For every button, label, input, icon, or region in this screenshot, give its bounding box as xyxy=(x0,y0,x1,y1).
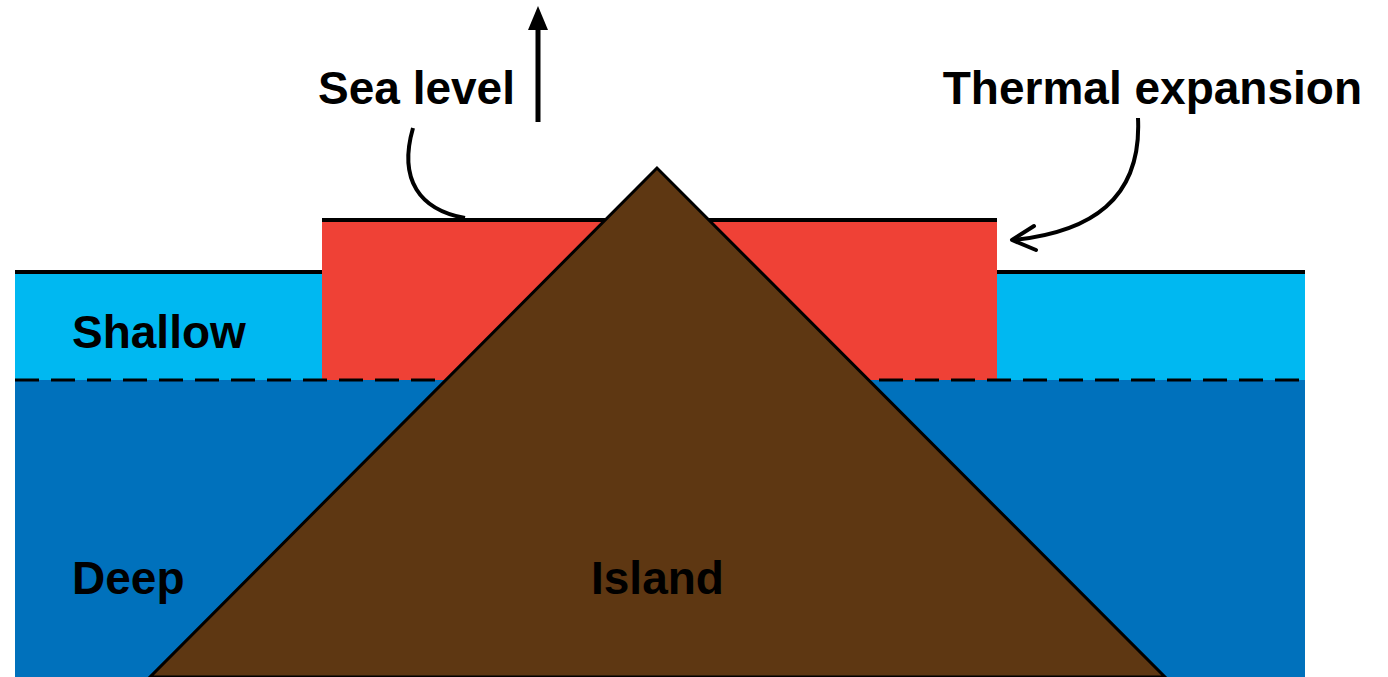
band-label: Island xyxy=(591,555,724,601)
rise-arrow xyxy=(536,26,541,122)
thermal-expansion-label: Thermal expansion xyxy=(943,65,1362,111)
shallow-band: Shallow xyxy=(15,272,1305,380)
rise-arrowhead xyxy=(528,6,548,30)
leader-arrowhead xyxy=(1012,226,1036,250)
old-sea-level xyxy=(997,270,1305,274)
sea-level-label: Sea level xyxy=(318,65,515,111)
band-label: Deep xyxy=(72,555,184,601)
old-sea-level xyxy=(15,270,322,274)
leader-line xyxy=(408,128,465,218)
leader-arrow xyxy=(1014,118,1138,240)
island-shape xyxy=(150,168,1165,677)
band-label: Shallow xyxy=(72,309,246,355)
deep-band: Deep xyxy=(15,380,1305,677)
island-region: Island xyxy=(150,168,1165,677)
